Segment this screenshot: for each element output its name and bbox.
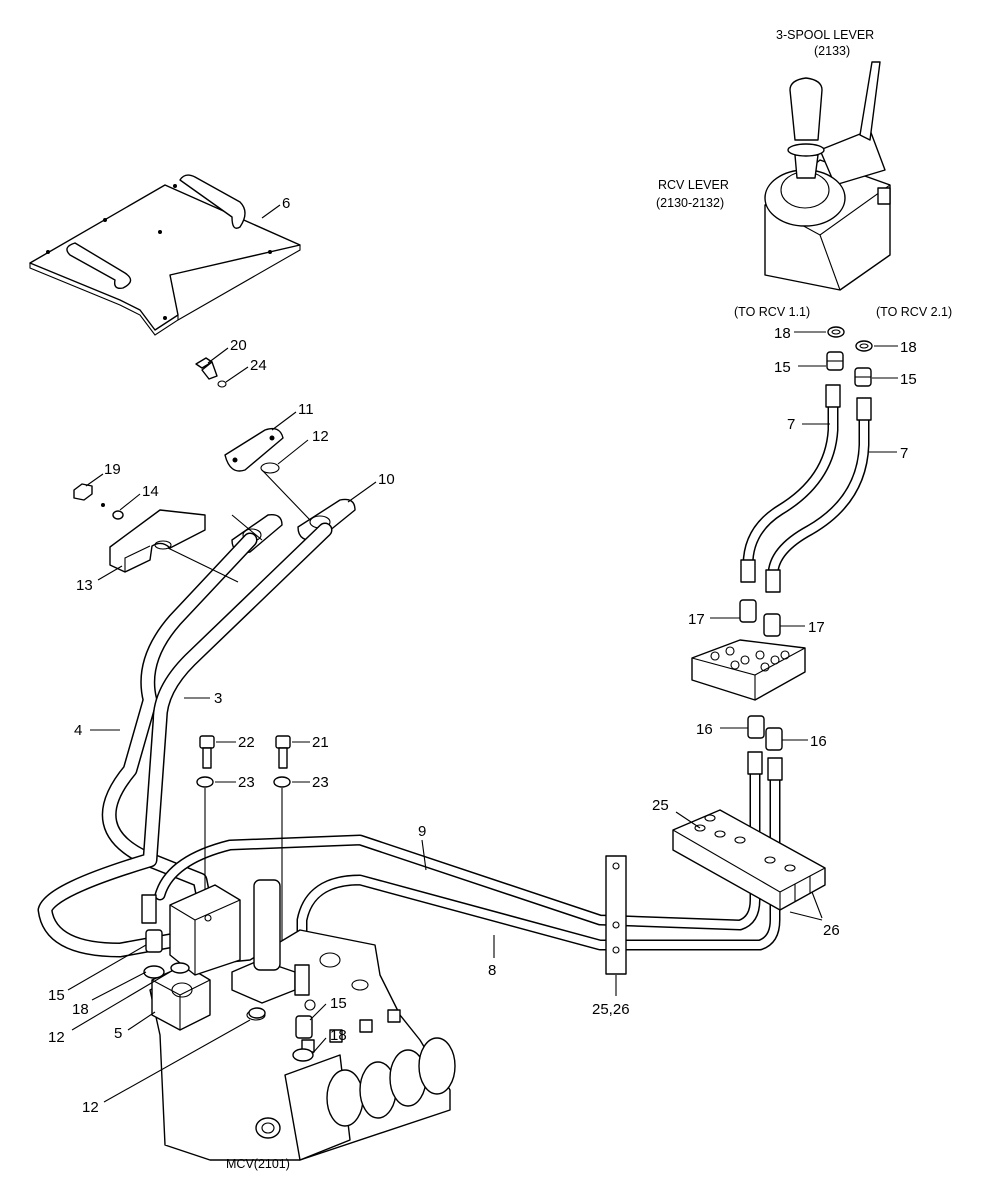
to-rcv-1-1: (TO RCV 1.1)	[734, 305, 810, 319]
nut-19-washer-14	[73, 483, 124, 520]
hose-fittings	[740, 384, 872, 781]
callout-19: 19	[104, 461, 121, 478]
clip-25-26	[605, 855, 627, 975]
spool-lever-code: (2133)	[814, 44, 850, 58]
callout-21: 21	[312, 734, 329, 751]
callouts: 6 20 24 11 12 10 19 14 13 3 4 2	[48, 195, 917, 1116]
bolt-21	[275, 735, 291, 769]
callout-16-right: 16	[810, 733, 827, 750]
clamp-13	[109, 509, 206, 573]
callout-10: 10	[378, 471, 395, 488]
callout-12-top: 12	[312, 428, 329, 445]
callout-5: 5	[114, 1025, 122, 1042]
callout-24: 24	[250, 357, 267, 374]
tube-4	[37, 522, 333, 958]
oring-18-top	[827, 326, 873, 352]
callout-25-26: 25,26	[592, 1001, 630, 1018]
callout-20: 20	[230, 337, 247, 354]
rcv-lever-assembly	[764, 61, 891, 291]
callout-23-left: 23	[238, 774, 255, 791]
fitting-15-right	[854, 367, 872, 387]
callout-7-right: 7	[900, 445, 908, 462]
fittings-17	[739, 599, 781, 637]
callout-18-top-left: 18	[774, 325, 791, 342]
callout-12-lower: 12	[82, 1099, 99, 1116]
mcv-valve	[149, 879, 456, 1161]
callout-13: 13	[76, 577, 93, 594]
callout-22: 22	[238, 734, 255, 751]
rcv-lever-code: (2130-2132)	[656, 196, 724, 210]
flange-11	[224, 427, 284, 474]
hose-7-left	[742, 394, 839, 571]
callout-11: 11	[298, 401, 314, 418]
washers-23	[196, 776, 291, 965]
callout-16-left: 16	[696, 721, 713, 738]
spool-lever-title: 3-SPOOL LEVER	[776, 28, 874, 42]
bracket-25	[672, 809, 826, 911]
callout-9: 9	[418, 823, 426, 840]
bolt-22	[199, 735, 215, 769]
callout-18-bottom-left: 18	[72, 1001, 89, 1018]
callout-18-top-right: 18	[900, 339, 917, 356]
rcv-lever-title: RCV LEVER	[658, 178, 729, 192]
callout-26: 26	[823, 922, 840, 939]
callout-15-top-left: 15	[774, 359, 791, 376]
callout-17-left: 17	[688, 611, 705, 628]
titles: 3-SPOOL LEVER (2133) RCV LEVER (2130-213…	[226, 28, 952, 1171]
callout-15-top-right: 15	[900, 371, 917, 388]
callout-23-right: 23	[312, 774, 329, 791]
hose-9	[154, 764, 761, 931]
manifold-block	[691, 639, 806, 701]
to-rcv-2-1: (TO RCV 2.1)	[876, 305, 952, 319]
callout-4: 4	[74, 722, 82, 739]
callout-15-bottom-left: 15	[48, 987, 65, 1004]
callout-17-right: 17	[808, 619, 825, 636]
fittings-on-mcv	[141, 894, 314, 1062]
callout-3: 3	[214, 690, 222, 707]
callout-8: 8	[488, 962, 496, 979]
hose-8	[296, 764, 781, 996]
tube-3	[101, 532, 258, 938]
callout-15-bottom-mid: 15	[330, 995, 347, 1012]
callout-14: 14	[142, 483, 159, 500]
fitting-15-left	[826, 351, 844, 371]
callout-18-bottom-mid: 18	[330, 1027, 347, 1044]
callout-6: 6	[282, 195, 290, 212]
callout-7-left: 7	[787, 416, 795, 433]
callout-25: 25	[652, 797, 669, 814]
hose-7-right	[767, 404, 870, 581]
mcv-label: MCV(2101)	[226, 1157, 290, 1171]
bolt-20-washer-24	[195, 357, 227, 388]
fittings-16	[747, 715, 783, 751]
callout-12-bottom-left: 12	[48, 1029, 65, 1046]
mounting-plate	[29, 174, 301, 336]
